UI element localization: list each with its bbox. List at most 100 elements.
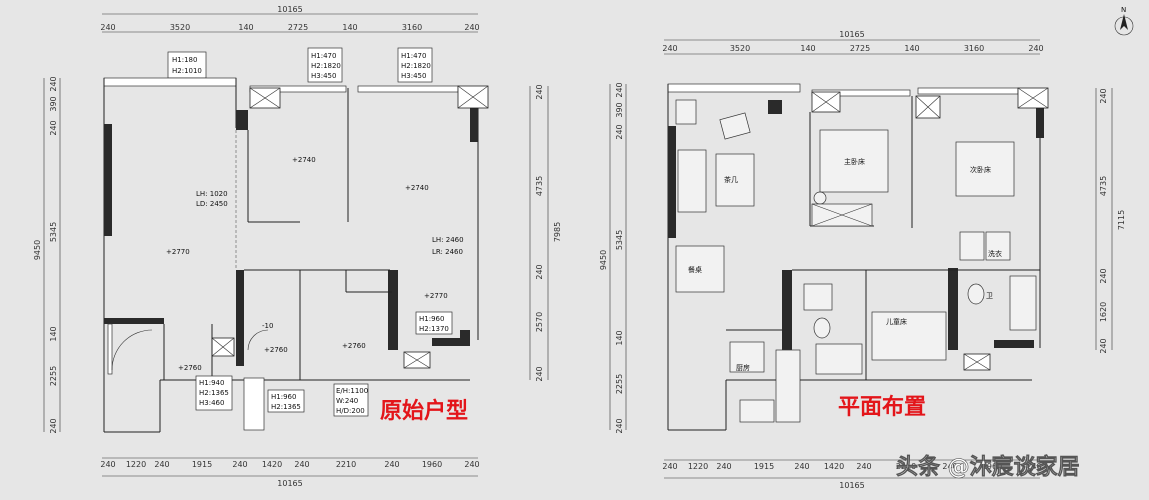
right-top-dims: 240 3520 140 2725 140 3160 240: [662, 44, 1043, 53]
left-bottom-dims: 240 1220 240 1915 240 1420 240 2210 240 …: [100, 460, 479, 469]
dim: 3520: [170, 23, 190, 32]
left-bottom-total: 10165: [277, 479, 302, 488]
dim: 2725: [850, 44, 870, 53]
dim: 240: [100, 460, 115, 469]
label: H1:960: [419, 315, 444, 323]
left-total-height: 9450: [33, 240, 42, 260]
dim: 140: [800, 44, 815, 53]
label: 厨房: [736, 363, 750, 372]
label: H1:940: [199, 379, 224, 387]
window-box-2: H1:470 H2:1820 H3:450: [307, 47, 343, 83]
dim: 2210: [896, 462, 916, 471]
window-box-1: H1:180 H2:1010: [167, 51, 207, 79]
dim: 1620: [1099, 302, 1108, 322]
label: H1:960: [271, 393, 296, 401]
small-window-box: H1:960 H2:1365: [267, 389, 305, 413]
dim: 240: [49, 120, 58, 135]
dim: 240: [856, 462, 871, 471]
dim: 1960: [422, 460, 442, 469]
right-bottom-dims: 240 1220 240 1915 240 1420 240 2210 240 …: [662, 462, 1041, 471]
dim: 240: [1028, 44, 1043, 53]
lh-label: LH: 2460: [432, 236, 464, 244]
dim: 240: [464, 460, 479, 469]
dim: 240: [535, 366, 544, 381]
dim: 3520: [730, 44, 750, 53]
label: H/D:200: [336, 407, 365, 415]
lh-label: LH: 1020: [196, 190, 228, 198]
dim: 240: [1099, 268, 1108, 283]
dim: 9450: [599, 250, 608, 270]
dim: 2210: [336, 460, 356, 469]
dim: 240: [1099, 88, 1108, 103]
bed-window-box: H1:960 H2:1370: [415, 311, 453, 335]
left-side-dims: 240 390 240 5345 140 2255 240: [49, 76, 58, 433]
elevation-label: +2760: [342, 342, 366, 350]
dim: 1960: [982, 462, 1002, 471]
furnished-floor-plan: 10165 240 3520 140 2725 140 3160 240 N: [599, 6, 1134, 490]
right-total-width: 10165: [839, 30, 864, 39]
dim: 2255: [615, 374, 624, 394]
label: H2:1010: [172, 67, 202, 75]
dim: 4735: [1099, 176, 1108, 196]
dim: 2725: [288, 23, 308, 32]
elevation-label: +2760: [264, 346, 288, 354]
dining-table: [675, 245, 725, 293]
label: 洗衣: [988, 249, 1002, 258]
label: 餐桌: [688, 265, 702, 274]
right-plan-left-dims: 240 390 240 5345 140 2255 240: [615, 82, 624, 433]
sofa: [677, 149, 707, 213]
dim: 5345: [615, 230, 624, 250]
label: W:240: [336, 397, 358, 405]
left-top-dims: 240 3520 140 2725 140 3160 240: [100, 23, 479, 32]
dim: 240: [384, 460, 399, 469]
elevation-label: +2770: [166, 248, 190, 256]
label: H1:470: [311, 52, 336, 60]
label: H2:1365: [271, 403, 301, 411]
lh-label: LD: 2450: [196, 200, 228, 208]
dim: 240: [464, 23, 479, 32]
dim: 140: [49, 326, 58, 341]
dim: 240: [662, 462, 677, 471]
dim: 5345: [49, 222, 58, 242]
left-plan-right-dims: 240 4735 240 2570 240 7985: [535, 84, 562, 381]
dim: 240: [49, 418, 58, 433]
label: H2:1370: [419, 325, 449, 333]
dim: 240: [100, 23, 115, 32]
dim: 240: [49, 76, 58, 91]
dim: 1220: [688, 462, 708, 471]
dim: 240: [294, 460, 309, 469]
label: H3:450: [311, 72, 336, 80]
dim: 2255: [49, 366, 58, 386]
master-bed: [819, 129, 889, 193]
left-walls: [103, 77, 489, 433]
label: H3:450: [401, 72, 426, 80]
dim: 7115: [1117, 210, 1126, 230]
label: 卫: [986, 292, 993, 300]
dim: 2570: [535, 312, 544, 332]
dim: 140: [615, 330, 624, 345]
label: 茶几: [724, 175, 738, 184]
original-plan-title: 原始户型: [380, 398, 468, 424]
dim: 240: [535, 84, 544, 99]
elevation-label: -10: [262, 322, 273, 330]
dim: 240: [615, 418, 624, 433]
label: H2:1820: [311, 62, 341, 70]
dim: 240: [232, 460, 247, 469]
label: 主卧床: [844, 157, 865, 166]
dim: 4735: [535, 176, 544, 196]
dim: 140: [904, 44, 919, 53]
dim: 240: [662, 44, 677, 53]
dim: 140: [238, 23, 253, 32]
dim: 390: [615, 102, 624, 117]
elevation-label: +2740: [405, 184, 429, 192]
dim: 1220: [126, 460, 146, 469]
label: 儿童床: [886, 317, 907, 326]
furnished-plan-title: 平面布置: [838, 394, 926, 420]
dim: 1915: [192, 460, 212, 469]
cabinet: [675, 99, 697, 125]
label: H3:460: [199, 399, 224, 407]
dim: 1420: [262, 460, 282, 469]
label: H2:1820: [401, 62, 431, 70]
dim: 3160: [402, 23, 422, 32]
